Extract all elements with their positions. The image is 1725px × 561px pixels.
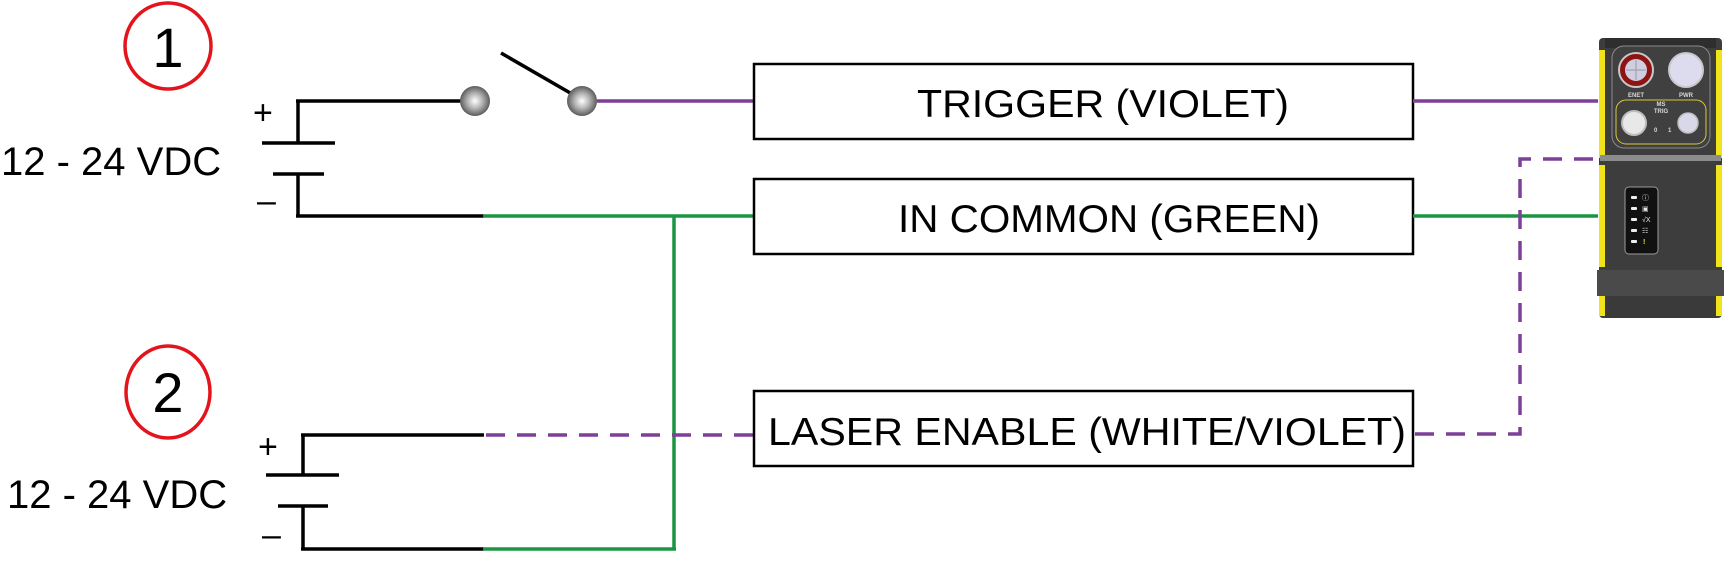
pwr-label: PWR [1679,93,1694,99]
circuit-2-badge [124,344,212,440]
circuit-2: 2 12 - 24 VDC + – [7,344,754,554]
port-number-1: 1 [1668,128,1672,134]
trigger-label: TRIGGER (VIOLET) [917,83,1289,126]
circuit-2-number: 2 [152,361,183,424]
circuit-2-supply-label: 12 - 24 VDC [7,473,227,517]
io-label-bottom: TRIG [1654,109,1669,115]
network-icon: ☷ [1642,228,1648,235]
trig-port-1[interactable] [1677,112,1699,134]
pass-fail-icon: √X [1642,216,1651,224]
trigger-box: TRIGGER (VIOLET) [752,62,1415,141]
sensor-device: ENET PWR MS TRIG 0 1 ⓘ ▣ √X ☷ ! [1597,38,1724,318]
circuit-1-plus-sign: + [253,94,273,132]
switch-contact-right [567,86,597,116]
laser-enable-label: LASER ENABLE (WHITE/VIOLET) [768,411,1406,454]
status-leds [1631,196,1637,243]
led-5 [1631,240,1637,243]
warning-icon: ! [1643,239,1645,246]
in-common-label: IN COMMON (GREEN) [898,198,1320,241]
laser-enable-wire-right [1415,157,1598,436]
circuit-1: 1 12 - 24 VDC + – [1,1,754,220]
circuit-1-number: 1 [152,16,183,79]
switch-icon[interactable] [460,51,597,116]
circuit-2-plus-sign: + [258,428,278,466]
battery-1-icon [262,101,335,216]
led-2 [1631,207,1637,210]
circuit-1-badge [123,1,213,91]
trig-port-0[interactable] [1621,110,1647,136]
enet-label: ENET [1628,93,1644,99]
led-1 [1631,196,1637,199]
laser-enable-box: LASER ENABLE (WHITE/VIOLET) [752,389,1415,468]
circuit-1-minus-sign: – [257,182,276,220]
port-number-0: 0 [1654,128,1658,134]
circuit-2-minus-sign: – [262,516,281,554]
led-3 [1631,218,1637,221]
circuit-1-supply-label: 12 - 24 VDC [1,140,221,184]
status-led-panel [1624,186,1659,255]
image-icon: ▣ [1642,206,1649,213]
battery-2-icon [266,435,339,549]
in-common-box: IN COMMON (GREEN) [752,177,1415,256]
power-icon: ⓘ [1642,194,1649,202]
pwr-connector[interactable] [1668,52,1704,88]
led-4 [1631,229,1637,232]
switch-contact-left [460,86,490,116]
io-label-top: MS [1657,102,1666,108]
